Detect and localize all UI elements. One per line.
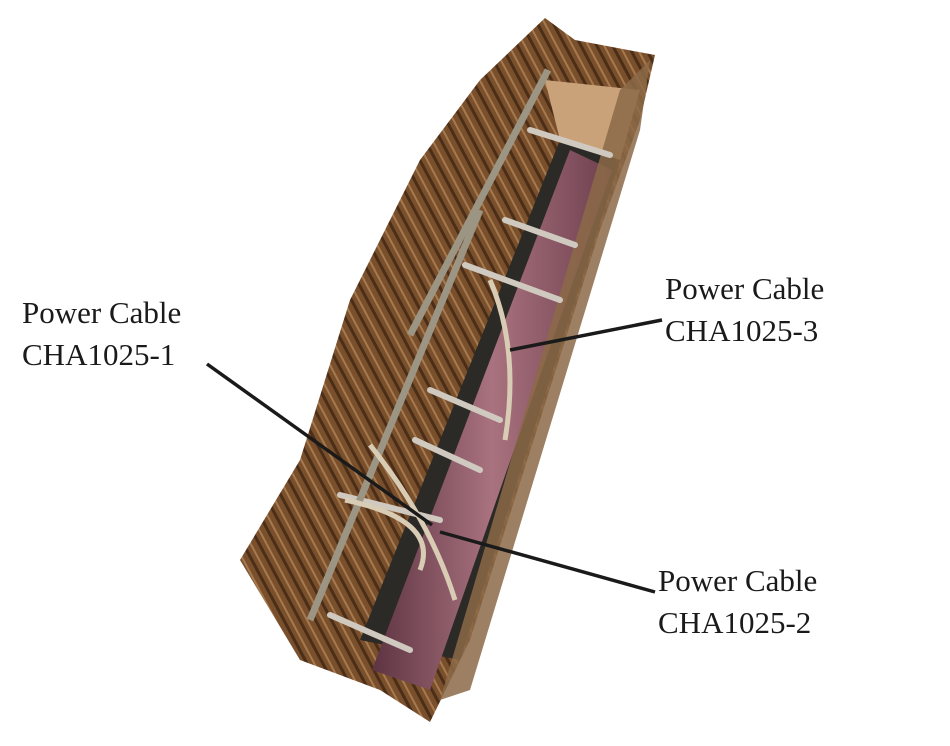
leader-lines (205, 318, 663, 594)
leader-line-cable-2 (439, 530, 656, 594)
label-power-cable-1: Power Cable CHA1025-1 (22, 292, 181, 376)
label-id: CHA1025-2 (658, 605, 812, 640)
label-power-cable-3: Power Cable CHA1025-3 (665, 268, 824, 352)
pipe (372, 150, 612, 690)
label-id: CHA1025-1 (22, 337, 176, 372)
label-power-cable-2: Power Cable CHA1025-2 (658, 560, 817, 644)
power-cables (344, 279, 513, 601)
label-id: CHA1025-3 (665, 313, 819, 348)
leader-line-cable-1 (205, 362, 434, 527)
leader-line-cable-3 (509, 318, 663, 352)
cross-braces (327, 127, 613, 653)
label-title: Power Cable (22, 295, 182, 330)
walers (306, 68, 552, 622)
right-wall (440, 60, 650, 700)
label-title: Power Cable (658, 563, 818, 598)
label-title: Power Cable (665, 271, 825, 306)
